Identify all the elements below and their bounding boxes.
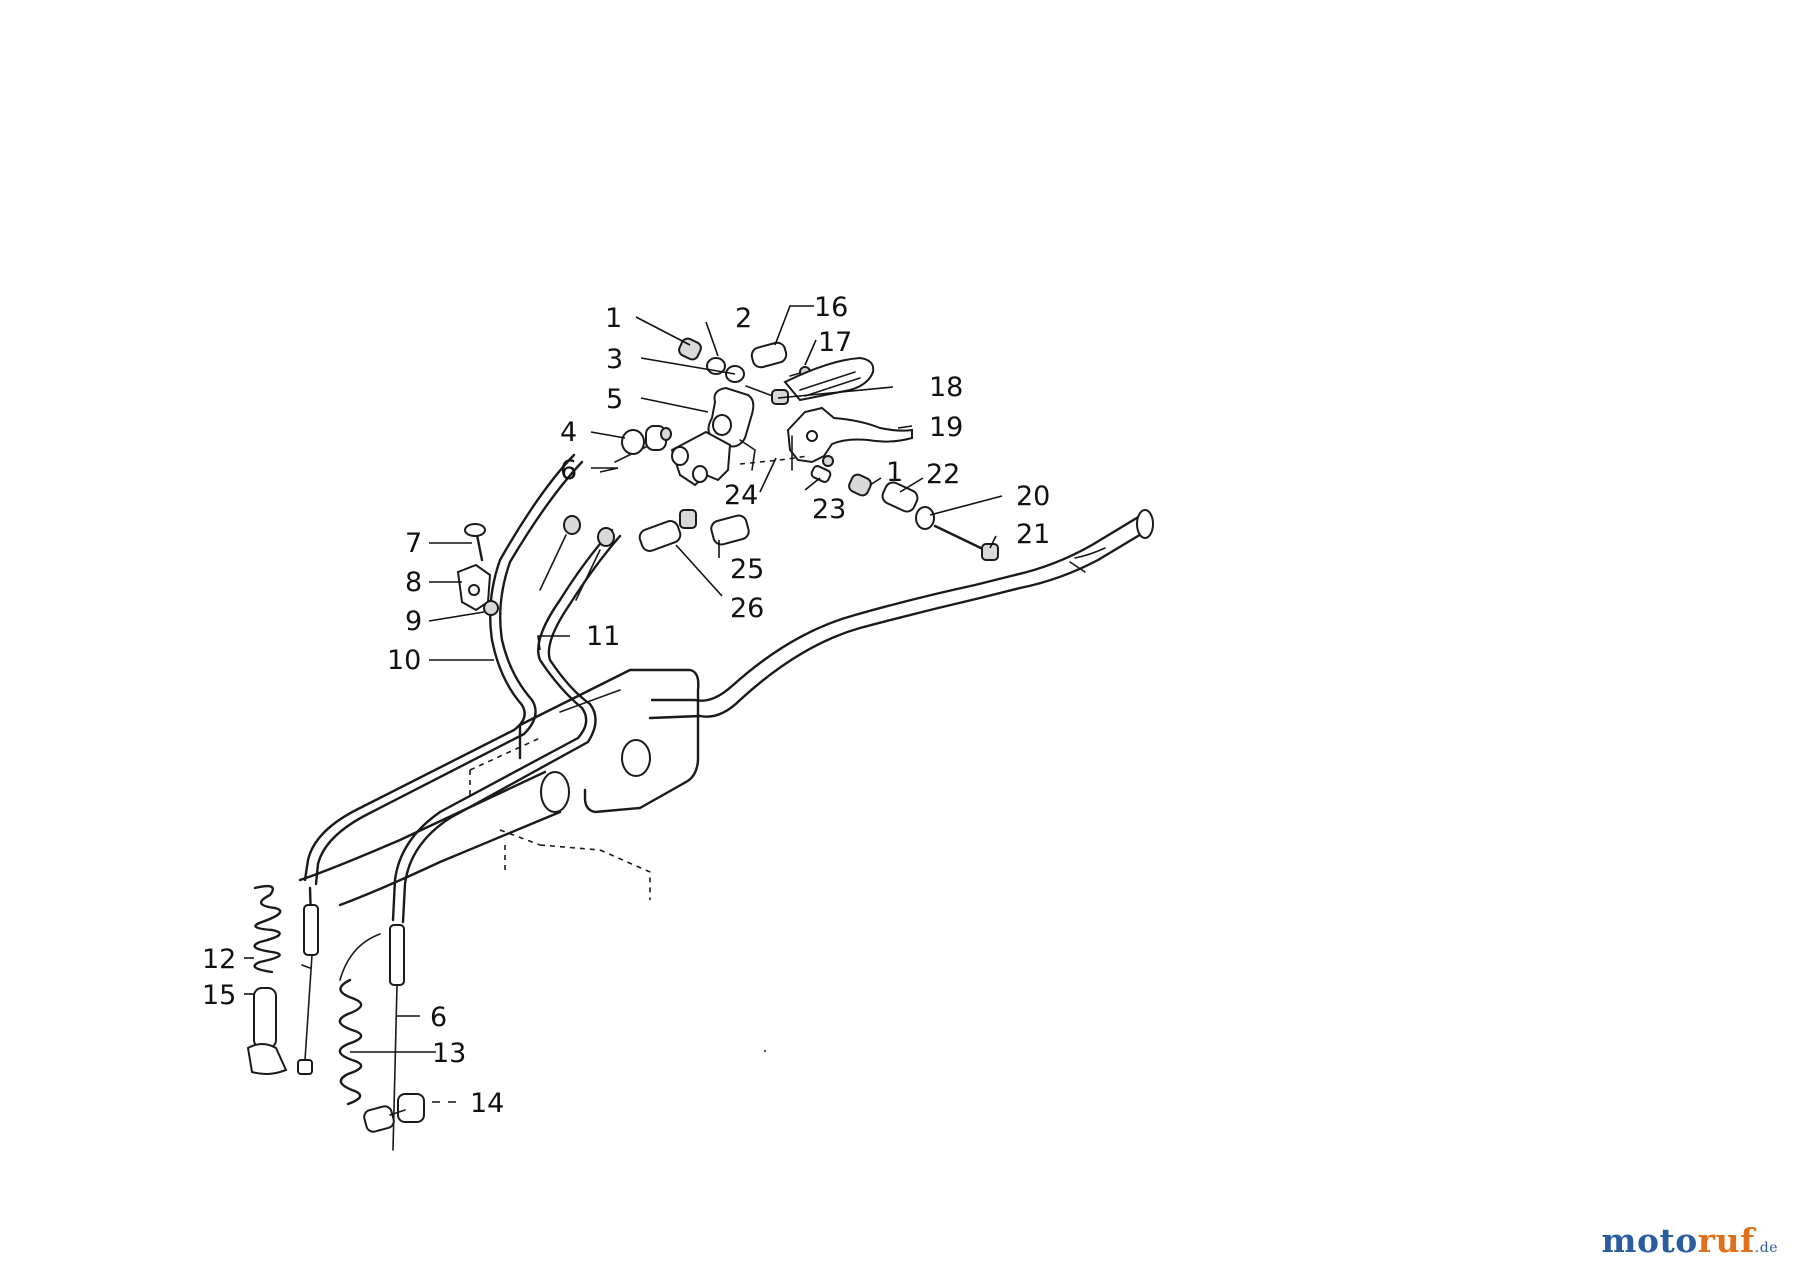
label-part-2: 2 [735, 303, 752, 334]
label-part-6-second: 6 [430, 1002, 447, 1033]
label-part-1-second: 1 [886, 457, 903, 488]
label-part-18: 18 [929, 372, 963, 403]
lower-parts [246, 884, 766, 1151]
label-part-14: 14 [470, 1088, 504, 1119]
label-part-23: 23 [812, 494, 846, 525]
label-part-19: 19 [929, 412, 963, 443]
label-part-11: 11 [586, 621, 620, 652]
lever-assembly [456, 337, 999, 616]
label-part-3: 3 [606, 344, 623, 375]
label-part-24: 24 [724, 480, 758, 511]
label-part-21: 21 [1016, 519, 1050, 550]
label-part-25: 25 [730, 554, 764, 585]
watermark-ruf: ruf [1697, 1221, 1755, 1260]
gearbox-housing [469, 668, 700, 900]
part-labels: 1 2 3 5 4 6 16 17 18 19 24 23 1 22 20 21… [202, 292, 1050, 1119]
label-part-6: 6 [560, 455, 577, 486]
label-part-26: 26 [730, 593, 764, 624]
label-part-9: 9 [405, 606, 422, 637]
label-part-10: 10 [387, 645, 421, 676]
label-part-8: 8 [405, 567, 422, 598]
label-part-4: 4 [560, 417, 577, 448]
label-part-1: 1 [605, 303, 622, 334]
label-part-16: 16 [814, 292, 848, 323]
leader-lines [244, 305, 1003, 1103]
label-part-20: 20 [1016, 481, 1050, 512]
label-part-7: 7 [405, 528, 422, 559]
motoruf-watermark: motoruf.de [1602, 1221, 1778, 1260]
handlebar [298, 509, 1154, 907]
label-part-5: 5 [606, 384, 623, 415]
label-part-22: 22 [926, 459, 960, 490]
cable-11 [391, 444, 651, 924]
label-part-15: 15 [202, 980, 236, 1011]
label-part-13: 13 [432, 1038, 466, 1069]
cable-10 [303, 453, 584, 886]
watermark-suffix: .de [1754, 1240, 1778, 1256]
label-part-17: 17 [818, 327, 852, 358]
label-part-12: 12 [202, 944, 236, 975]
watermark-moto: moto [1601, 1221, 1698, 1260]
